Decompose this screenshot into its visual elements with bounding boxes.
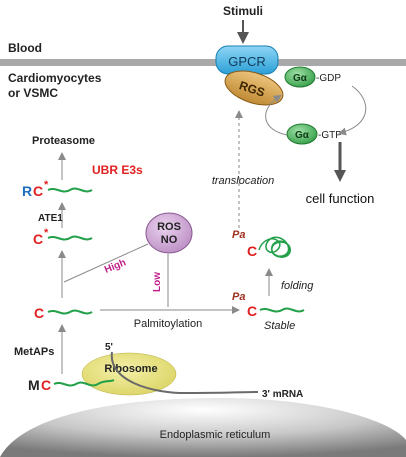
gdp-to-gtp-arrow (338, 85, 367, 136)
ate1-label: ATE1 (38, 213, 63, 224)
stable-c: C (247, 303, 257, 319)
methionine-m: M (28, 377, 40, 393)
low-label: Low (152, 272, 163, 292)
pa-stable-label: Pa (232, 291, 245, 303)
folding-label: folding (281, 280, 314, 292)
no-label: NO (161, 234, 178, 246)
stimuli-label: Stimuli (223, 4, 263, 18)
three-prime-mrna-label: 3' mRNA (262, 389, 303, 400)
rgs-shape (224, 70, 284, 106)
ros-label: ROS (157, 221, 181, 233)
arginylated-r: R (22, 183, 32, 199)
oxidized-star-middle: * (44, 227, 49, 239)
protein-strand-oxidized (47, 235, 93, 241)
g-alpha-gdp-label: Gα (293, 73, 308, 84)
oxidized-star-top: * (44, 179, 49, 191)
cell-type-label-line1: Cardiomyocytes (8, 71, 102, 85)
nascent-polypeptide (53, 379, 115, 387)
plasma-membrane (0, 59, 406, 66)
gtp-to-gdp-arrow (265, 94, 288, 136)
gpcr-label: GPCR (228, 54, 266, 69)
nascent-chain-c: C (41, 377, 51, 393)
protein-strand-nascent (47, 309, 93, 315)
stable-label: Stable (264, 320, 295, 332)
mrna-strand (110, 351, 259, 395)
folded-protein-coil (258, 236, 291, 258)
endoplasmic-reticulum (0, 398, 406, 457)
proteasome-label: Proteasome (32, 135, 95, 147)
g-alpha-gtp-label: Gα (295, 130, 310, 141)
folded-c: C (247, 243, 257, 259)
oxidized-c-middle: C (33, 231, 43, 247)
pa-folded-label: Pa (232, 229, 245, 241)
gtp-label: -GTP (318, 130, 342, 141)
protein-strand-arginylated (47, 187, 93, 193)
cell-function-label: cell function (306, 191, 375, 206)
translocation-label: translocation (212, 175, 274, 187)
five-prime-label: 5' (105, 342, 113, 353)
ribosome-shape (81, 352, 177, 396)
oxidized-c-top: C (33, 183, 43, 199)
metaps-label: MetAPs (14, 346, 54, 358)
protein-strand-stable (259, 307, 305, 313)
gdp-label: -GDP (316, 73, 341, 84)
cell-type-label-line2: or VSMC (8, 86, 58, 100)
g-alpha-gdp-shape (284, 66, 316, 88)
high-ros-line (63, 243, 149, 283)
er-label: Endoplasmic reticulum (160, 429, 271, 441)
palmitoylation-label: Palmitoylation (134, 318, 202, 330)
g-alpha-gtp-shape (286, 123, 318, 145)
blood-label: Blood (8, 41, 42, 55)
high-label: High (103, 257, 128, 276)
ubr-e3s-label: UBR E3s (92, 163, 143, 177)
ros-no-shape (145, 212, 193, 254)
nascent-c: C (34, 305, 44, 321)
